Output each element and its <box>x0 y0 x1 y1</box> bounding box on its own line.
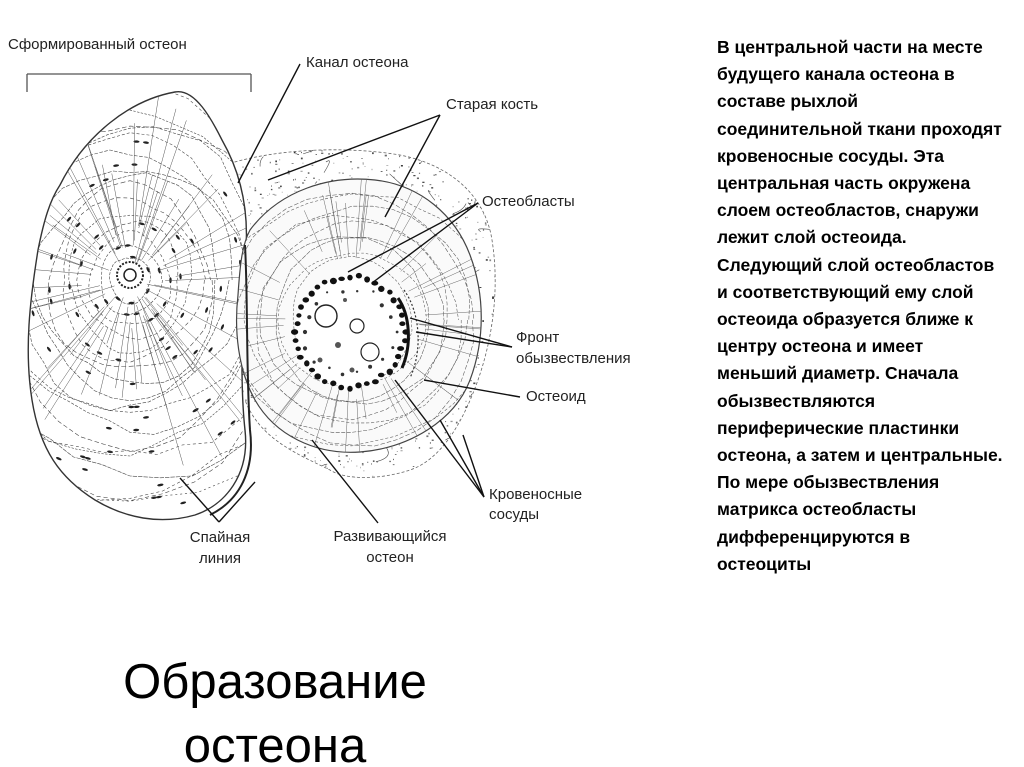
label-osteon-canal: Канал остеона <box>306 53 408 73</box>
label-calcification-front-2: обызвествления <box>516 349 631 369</box>
slide-title: Образование остеона <box>60 650 490 767</box>
label-developing-osteon-1: Развивающийся <box>305 527 475 547</box>
formed-osteon-bracket <box>27 74 251 92</box>
label-developing-osteon-2: остеон <box>305 548 475 568</box>
label-cement-line-2: линия <box>160 549 280 569</box>
label-osteoblasts: Остеобласты <box>482 192 575 212</box>
label-osteoid: Остеоид <box>526 387 586 407</box>
label-calcification-front-1: Фронт <box>516 328 559 348</box>
label-formed-osteon: Сформированный остеон <box>8 35 187 55</box>
label-blood-vessels-1: Кровеносные <box>489 485 582 505</box>
label-blood-vessels-2: сосуды <box>489 505 539 525</box>
label-old-bone: Старая кость <box>446 95 538 115</box>
label-cement-line-1: Спайная <box>160 528 280 548</box>
description-text: В центральной части на месте будущего ка… <box>717 34 1007 578</box>
formed-osteon-canal <box>117 262 143 288</box>
